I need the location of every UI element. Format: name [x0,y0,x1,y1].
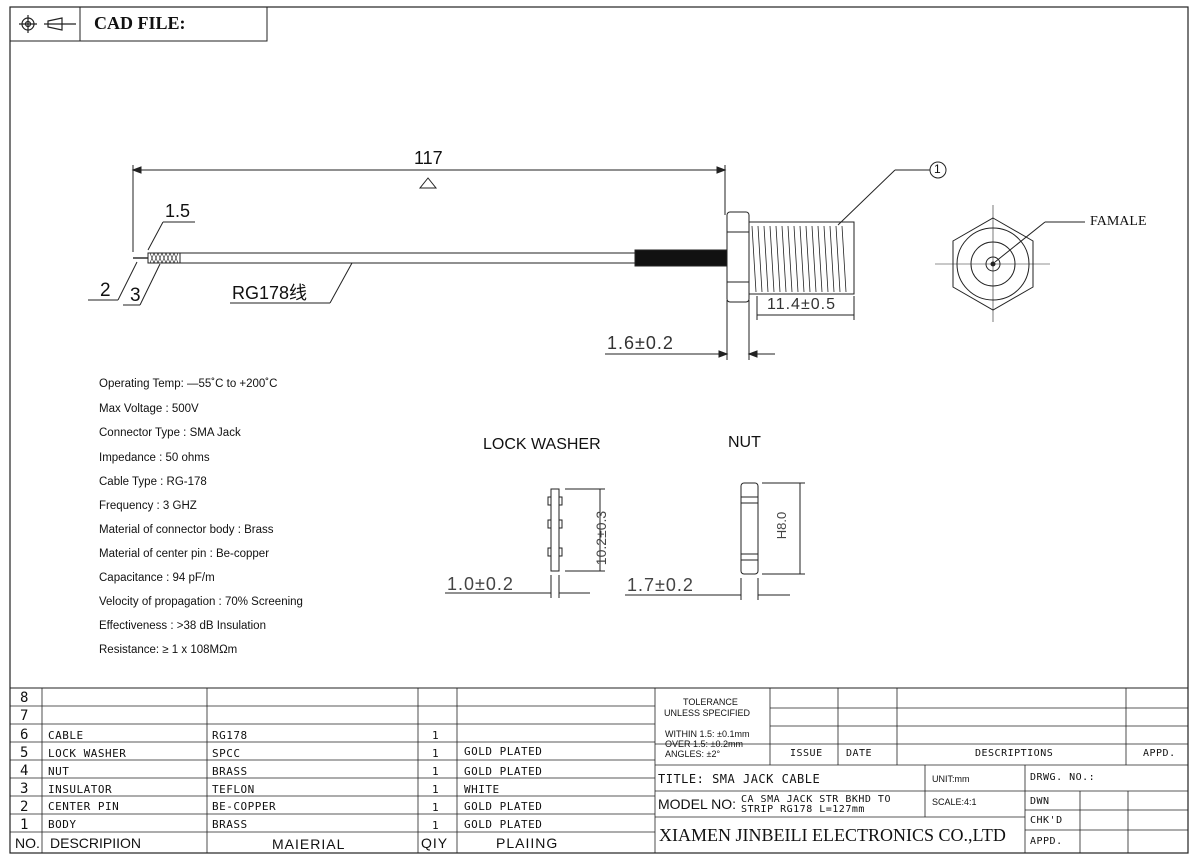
bom-header-plat: PLAIING [496,835,559,851]
spec-line: Connector Type : SMA Jack [99,427,241,439]
lock-washer-title: LOCK WASHER [483,436,601,453]
bom-no: 2 [20,799,29,815]
bom-desc: CENTER PIN [48,800,120,813]
dim-nut-thickness: 1.7±0.2 [627,575,694,595]
chkd-label: CHK'D [1030,815,1063,826]
spec-line: Effectiveness : >38 dB Insulation [99,620,266,632]
bom-header-qty: QIY [421,835,449,851]
sma-connector [605,161,947,360]
bom-qty: 1 [432,729,440,742]
spec-line: Capacitance : 94 pF/m [99,572,215,584]
appd-header: APPD. [1143,748,1176,759]
company-name: XIAMEN JINBEILI ELECTRONICS CO.,LTD [659,825,1006,845]
unit-label: UNIT:mm [932,774,970,784]
bom-desc: NUT [48,765,70,778]
bom-mat: BE-COPPER [212,800,277,813]
date-header: DATE [846,748,873,759]
spec-line: Material of center pin : Be-copper [99,548,270,560]
bom-no: 6 [20,727,29,743]
bom-desc: CABLE [48,729,84,742]
dim-thread: 11.4±0.5 [767,296,836,313]
spec-line: Material of connector body : Brass [99,524,274,536]
nut-title: NUT [728,434,761,451]
bom-desc: BODY [48,818,77,831]
drawing-number-label: DRWG. NO.: [1030,772,1096,783]
bom-header-mat: MAIERIAL [272,836,346,852]
issue-header: ISSUE [790,748,823,759]
spec-line: Operating Temp: —55˚C to +200˚C [99,378,278,390]
bom-mat: SPCC [212,747,241,760]
bom-mat: BRASS [212,818,248,831]
header-box [9,6,268,42]
model-no-line-1: CA SMA JACK STR BKHD TO [741,794,891,805]
scale-label: SCALE:4:1 [932,797,977,807]
cad-file-label: CAD FILE: [94,13,186,33]
sheet-border [9,6,1189,854]
model-no-line-2: STRIP RG178 L=127mm [741,804,865,815]
cable-drawing [88,165,728,306]
bom-qty: 1 [432,819,440,832]
dwn-label: DWN [1030,796,1050,807]
bom-mat: RG178 [212,729,248,742]
projection-icon [19,15,76,33]
tolerance-within: WITHIN 1.5: ±0.1mm [665,729,750,739]
bom-no: 5 [20,745,29,761]
tolerance-label: TOLERANCE [683,697,738,707]
tolerance-angles: ANGLES: ±2° [665,749,721,759]
bom-qty: 1 [432,747,440,760]
callout-2: 2 [100,280,111,301]
bom-plat: GOLD PLATED [464,818,543,831]
dim-nut-height: H8.0 [774,511,790,540]
spec-line: Impedance : 50 ohms [99,452,210,464]
bom-no: 8 [20,690,29,706]
bom-qty: 1 [432,801,440,814]
bom-no: 7 [20,708,29,724]
drawing-title: TITLE: SMA JACK CABLE [658,772,821,786]
bom-plat: GOLD PLATED [464,800,543,813]
dim-washer-height: 10.2±0.3 [593,510,610,566]
bom-no: 1 [20,817,29,833]
bom-mat: TEFLON [212,783,255,796]
lock-washer-drawing [445,488,605,598]
dim-strip: 1.5 [165,201,191,221]
spec-line: Cable Type : RG-178 [99,476,207,488]
dim-flange: 1.6±0.2 [607,333,674,353]
bom-header-desc: DESCRIPIION [50,835,142,851]
bom-header-no: NO. [15,835,40,851]
bom-grid [10,688,1188,853]
cable-label: RG178线 [232,283,308,303]
bom-qty: 1 [432,783,440,796]
end-view [935,205,1085,322]
bom-plat: GOLD PLATED [464,765,543,778]
model-no-label: MODEL NO: [658,796,737,812]
appd-label: APPD. [1030,836,1063,847]
spec-line: Velocity of propagation : 70% Screening [99,596,303,608]
spec-line: Max Voltage : 500V [99,403,199,415]
dim-length: 117 [414,148,443,168]
bom-qty: 1 [432,765,440,778]
callout-3: 3 [130,285,141,306]
nut-drawing [625,482,805,600]
unless-specified-label: UNLESS SPECIFIED [664,708,751,718]
bom-no: 4 [20,763,29,779]
bom-desc: INSULATOR [48,783,113,796]
bom-no: 3 [20,781,29,797]
descriptions-header: DESCRIPTIONS [975,748,1054,759]
spec-line: Frequency : 3 GHZ [99,500,197,512]
famale-label: FAMALE [1090,214,1147,229]
spec-line: Resistance: ≥ 1 x 108MΩm [99,644,238,656]
bom-desc: LOCK WASHER [48,747,127,760]
balloon-1: 1 [934,162,941,176]
dim-washer-thickness: 1.0±0.2 [447,574,514,594]
bom-plat: WHITE [464,783,500,796]
bom-mat: BRASS [212,765,248,778]
tolerance-over: OVER 1.5: ±0.2mm [665,739,743,749]
bom-plat: GOLD PLATED [464,745,543,758]
